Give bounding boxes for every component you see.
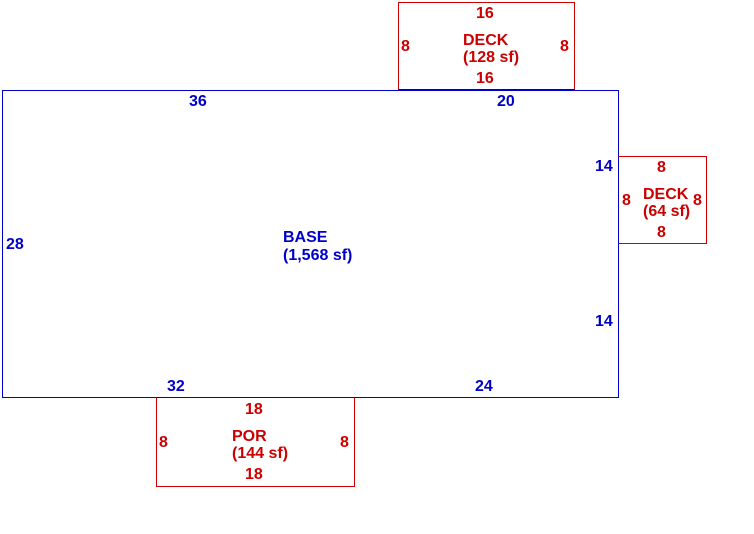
deck-top-outline <box>398 2 575 90</box>
porch-dim-right: 8 <box>340 434 349 451</box>
base-name-label: BASE <box>283 229 328 246</box>
base-dim-left: 28 <box>6 236 24 253</box>
base-dim-top-right: 20 <box>497 93 515 110</box>
porch-area-label: (144 sf) <box>232 445 289 462</box>
base-dim-top-left: 36 <box>189 93 207 110</box>
porch-name-label: POR <box>232 428 267 445</box>
deck-right-area-label: (64 sf) <box>643 203 691 220</box>
porch-outline <box>156 397 355 487</box>
deck-right-outline <box>618 156 707 244</box>
base-dim-bottom-left: 32 <box>167 378 185 395</box>
base-dim-right-upper: 14 <box>595 158 613 175</box>
deck-right-dim-bottom: 8 <box>657 224 666 241</box>
base-dim-bottom-right: 24 <box>475 378 493 395</box>
porch-dim-top: 18 <box>245 401 263 418</box>
base-dim-right-lower: 14 <box>595 313 613 330</box>
deck-top-dim-top: 16 <box>476 5 494 22</box>
deck-top-dim-right: 8 <box>560 38 569 55</box>
deck-top-dim-bottom: 16 <box>476 70 494 87</box>
deck-top-name-label: DECK <box>463 32 509 49</box>
porch-dim-bottom: 18 <box>245 466 263 483</box>
deck-right-dim-top: 8 <box>657 159 666 176</box>
deck-right-dim-left: 8 <box>622 192 631 209</box>
deck-top-area-label: (128 sf) <box>463 49 520 66</box>
deck-right-name-label: DECK <box>643 186 689 203</box>
porch-dim-left: 8 <box>159 434 168 451</box>
base-area-label: (1,568 sf) <box>283 247 353 264</box>
deck-top-dim-left: 8 <box>401 38 410 55</box>
deck-right-dim-right: 8 <box>693 192 702 209</box>
